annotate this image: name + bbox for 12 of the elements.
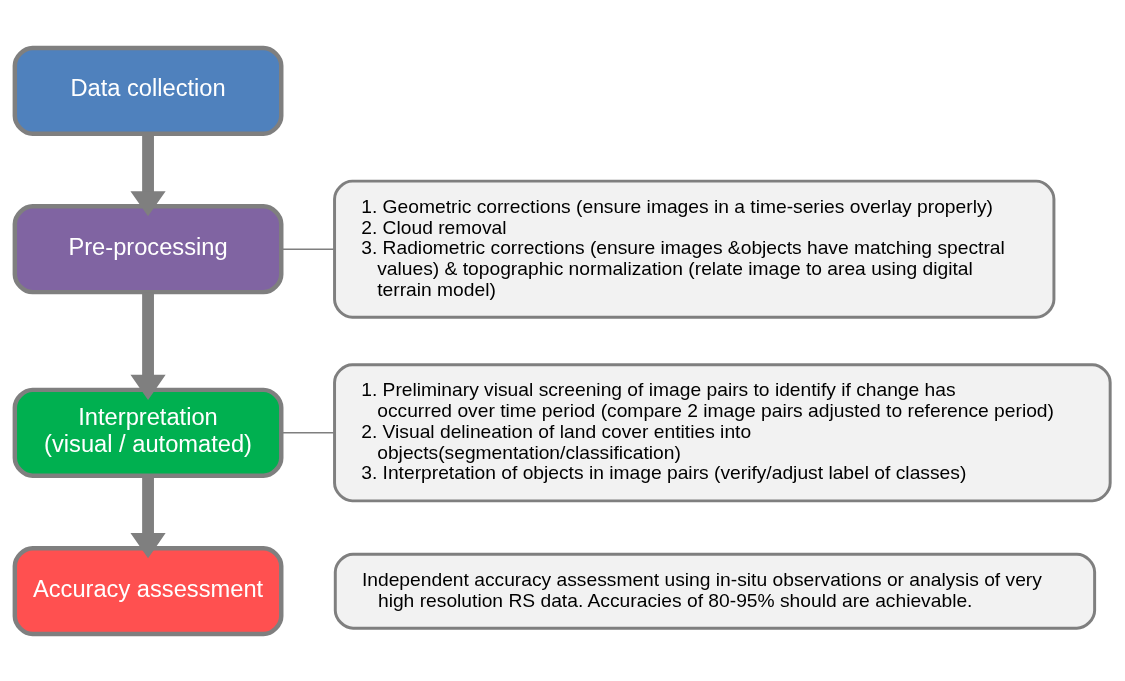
arrow: [130, 475, 166, 558]
node-box: 1. Preliminary visual screening of image pairs to identify if change has occurred over time period (compare 2 image pairs adjusted to reference period) 2. Visual delineation of land cover entities into objects(segmentation/classification) 3. Interpretation of objects in image pairs (verify/adjust label of classes): [333, 362, 1112, 502]
node-box: Independent accuracy assessment using in-situ observations or analysis of very high resolution RS data. Accuracies of 80-95% should are achievable.: [333, 552, 1097, 630]
arrow: [130, 133, 166, 216]
arrow: [130, 292, 166, 400]
node-box: Data collection: [12, 45, 284, 136]
connector: [280, 431, 336, 433]
connector: [280, 248, 335, 250]
node-box: Accuracy assessment: [12, 545, 284, 636]
node-box: Interpretation (visual / automated): [12, 387, 284, 478]
node-box: 1. Geometric corrections (ensure images in a time-series overlay properly) 2. Cloud removal 3. Radiometric corrections (ensure images &objects have matching spectral values) & topographic normalization (relate image to area using digital terrain model): [333, 179, 1056, 319]
node-box: Pre-processing: [12, 203, 284, 294]
